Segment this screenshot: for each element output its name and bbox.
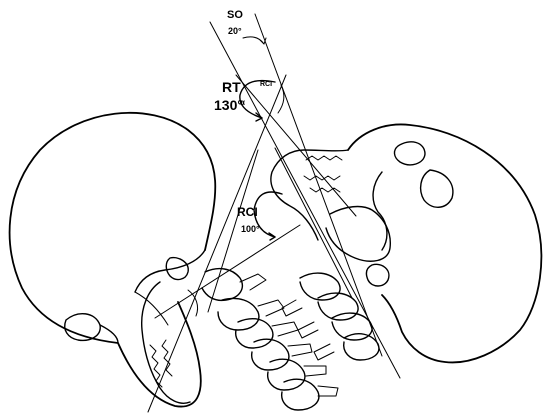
- label-rci-small: RCI: [260, 81, 272, 88]
- arc-rci-small: [278, 85, 284, 113]
- label-so-angle: 20°: [228, 26, 242, 36]
- right-mastoid: [366, 264, 389, 286]
- label-rci-angle: 100°: [241, 224, 260, 234]
- right-spinous-processes: [282, 300, 334, 360]
- vertebra-c3: [236, 319, 273, 348]
- right-skull: [271, 124, 541, 362]
- left-skull: [10, 113, 216, 407]
- label-rci: RCI: [237, 205, 258, 219]
- left-skull-base: [135, 250, 205, 292]
- spinous-processes: [240, 274, 338, 396]
- left-zygoma: [135, 292, 168, 325]
- label-rt: RT: [222, 79, 241, 95]
- right-zygoma: [373, 172, 387, 250]
- right-orbit: [394, 142, 425, 165]
- cervical-spine: [202, 269, 379, 410]
- line-rt-right: [236, 75, 356, 216]
- vertebra-c4: [252, 339, 289, 370]
- left-cranium: [10, 113, 216, 407]
- label-rt-angle: 130°: [214, 97, 243, 113]
- arrow-so: [260, 38, 266, 44]
- vertebra-c6: [282, 379, 319, 410]
- right-cheek: [421, 170, 453, 207]
- line-rci-crossing: [155, 225, 300, 318]
- right-cranium: [348, 124, 541, 362]
- label-so: SO: [227, 9, 243, 21]
- line-rt-left: [148, 75, 286, 412]
- axis: [218, 299, 259, 331]
- reference-lines: [148, 14, 400, 412]
